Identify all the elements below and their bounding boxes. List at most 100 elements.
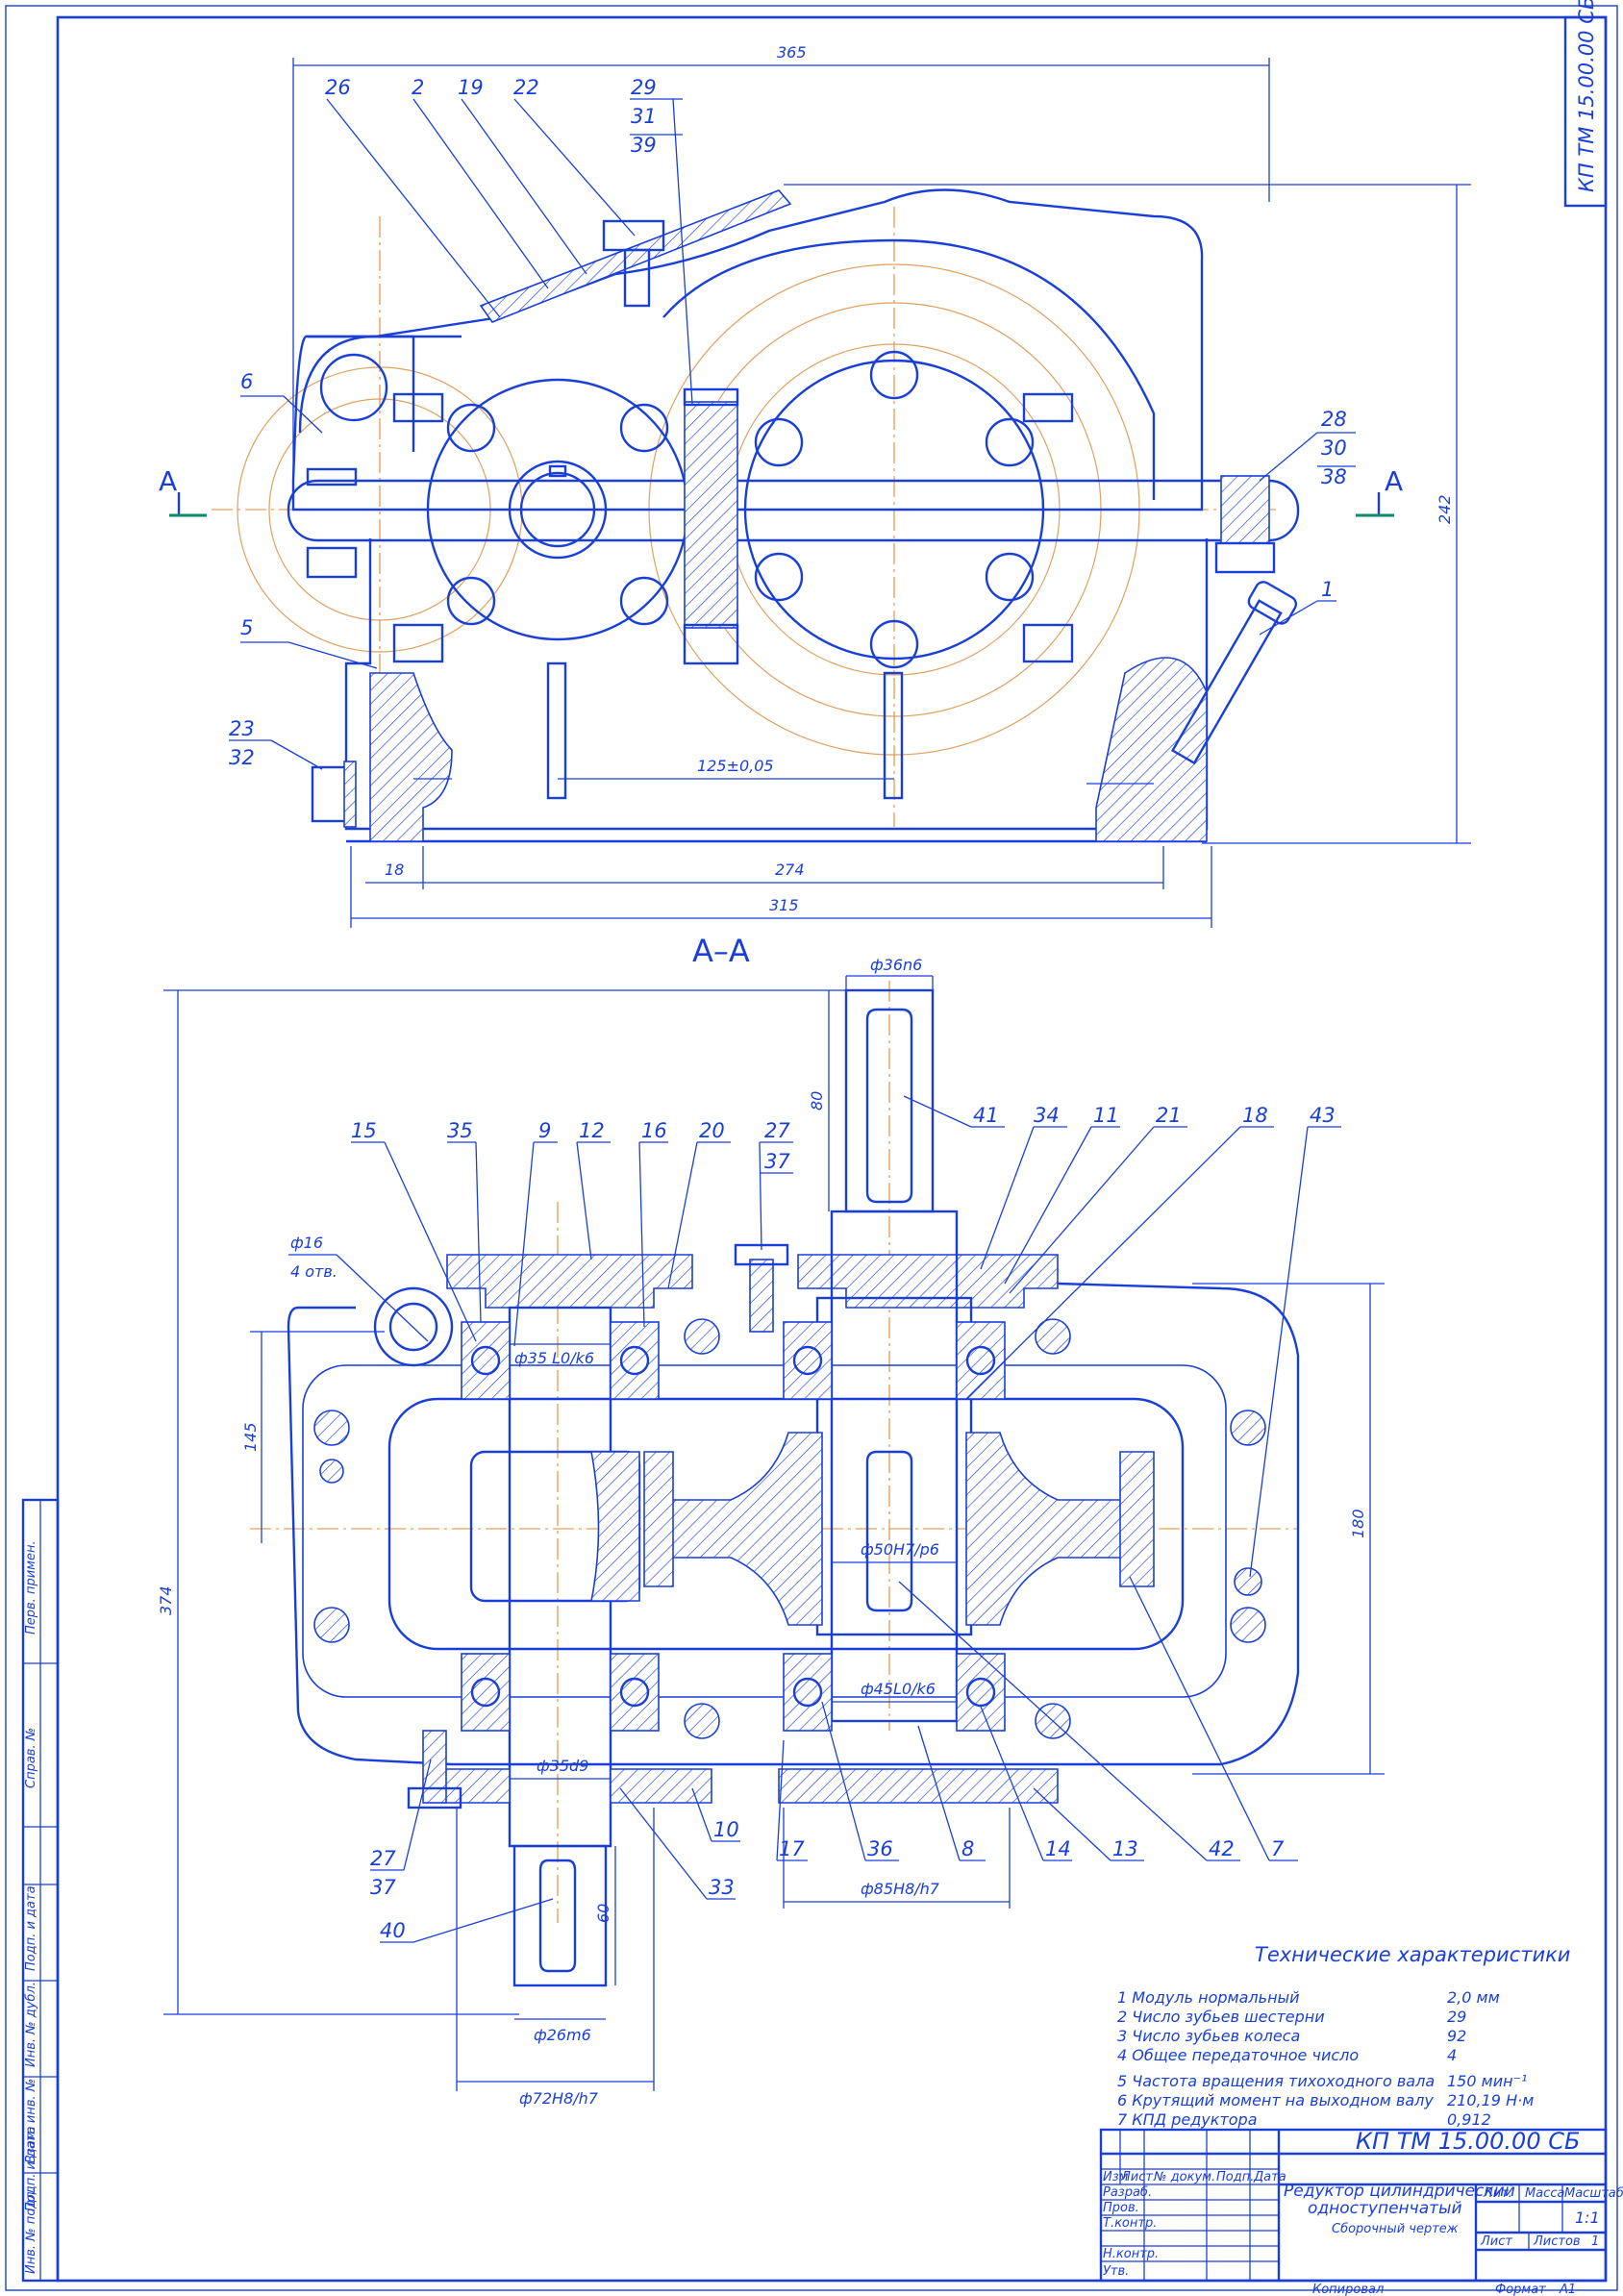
- wheel-hub: [743, 359, 1045, 661]
- housing-outline: [291, 188, 1204, 512]
- svg-text:А: А: [1385, 465, 1403, 497]
- tb-scale-label: Масштаб: [1564, 2186, 1623, 2201]
- top-bearing-cap-right: [797, 1254, 1059, 1309]
- dim-d36: ф36n6: [870, 956, 922, 974]
- tb-list-label: Лист: [1480, 2234, 1512, 2249]
- wheel-bolts: [754, 350, 1035, 669]
- spec-6-label: 6 Крутящий момент на выходном валу: [1117, 2091, 1434, 2109]
- strip-inv-podl: Инв. № подл.: [24, 2187, 38, 2274]
- leader-37b: 37: [370, 1876, 396, 1899]
- top-bearing-cap-left: [446, 1254, 693, 1309]
- spec-7-value: 0,912: [1447, 2110, 1491, 2129]
- leader-5: 5: [240, 616, 253, 639]
- leader-27b: 27: [370, 1847, 396, 1870]
- spec-2-label: 2 Число зубьев шестерни: [1117, 2008, 1325, 2026]
- front-view: А А 365 242 125±0,05 274 315 18: [159, 43, 1471, 928]
- dim-274: 274: [775, 861, 805, 879]
- tech-specs: Технические характеристики 1 Модуль норм…: [1117, 1943, 1570, 2129]
- format-value: А1: [1559, 2283, 1576, 2296]
- leader-16: 16: [641, 1119, 667, 1142]
- sheet-frame: [56, 15, 1608, 2283]
- drain-plug: [311, 765, 349, 823]
- spec-2-value: 29: [1447, 2008, 1466, 2026]
- corner-designation-box: КП ТМ 15.00.00 СБ: [1563, 0, 1608, 208]
- flange-bolt-sections: [313, 1318, 1266, 1739]
- spec-3-value: 92: [1447, 2027, 1466, 2045]
- dim-60: 60: [594, 1904, 612, 1923]
- tb-sheets-label: Листов: [1533, 2234, 1581, 2249]
- section-view: ф36n6 80 ф16 4 отв. ф35 L0/k6 145 374 ф5…: [157, 956, 1385, 2108]
- format-label: Формат: [1495, 2283, 1546, 2296]
- dim-d16: ф16: [290, 1234, 323, 1252]
- leader-40: 40: [380, 1919, 406, 1942]
- spec-5-value: 150 мин⁻¹: [1447, 2072, 1527, 2090]
- dim-80: 80: [808, 1091, 826, 1111]
- tb-col-podp: Подп.: [1216, 2170, 1254, 2184]
- leader-31: 31: [631, 105, 657, 128]
- tb-col-izm: Изм: [1103, 2170, 1129, 2184]
- tb-col-doc: № докум.: [1153, 2170, 1215, 2184]
- inspection-cover: [479, 189, 792, 323]
- strip-inv-dubl: Инв. № дубл.: [24, 1982, 38, 2067]
- section-title: А–А: [692, 933, 750, 969]
- spec-1-label: 1 Модуль нормальный: [1117, 1988, 1300, 2007]
- tb-col-data: Дата: [1253, 2170, 1286, 2184]
- leader-21: 21: [1156, 1104, 1182, 1127]
- leader-19: 19: [458, 76, 484, 99]
- strip-vzam-inv: Взам. инв. №: [24, 2079, 38, 2163]
- spec-3-label: 3 Число зубьев колеса: [1117, 2027, 1300, 2045]
- leader-10: 10: [713, 1818, 739, 1841]
- spec-4-value: 4: [1447, 2046, 1457, 2064]
- spec-1-value: 2,0 мм: [1447, 1988, 1500, 2007]
- leader-38: 38: [1321, 465, 1347, 488]
- dim-18: 18: [385, 861, 404, 879]
- dim-180: 180: [1349, 1509, 1367, 1538]
- tb-designation: КП ТМ 15.00.00 СБ: [1356, 2128, 1580, 2155]
- spec-7-label: 7 КПД редуктора: [1117, 2110, 1258, 2129]
- bottom-bearing-cap-left: [441, 1768, 511, 1804]
- dim-d72: ф72H8/h7: [519, 2089, 599, 2108]
- leader-26: 26: [325, 76, 351, 99]
- wall-section-left: [369, 672, 453, 842]
- leader-6: 6: [240, 370, 253, 393]
- tb-scale-value: 1:1: [1575, 2209, 1600, 2227]
- leader-8: 8: [961, 1837, 974, 1860]
- leader-7: 7: [1271, 1837, 1285, 1860]
- oil-dipstick: [1170, 581, 1298, 765]
- side-strip: Перв. примен. Справ. № Подп. и дата Инв.…: [21, 1498, 60, 2283]
- output-shaft: [830, 1210, 959, 1723]
- leader-43: 43: [1310, 1104, 1336, 1127]
- dim-d35d9: ф35d9: [537, 1757, 588, 1775]
- strip-podp-1: Подп. и дата: [24, 1885, 38, 1971]
- dim-d45: ф45L0/k6: [861, 1680, 936, 1698]
- tb-lit: Лит.: [1483, 2186, 1512, 2201]
- dim-374: 374: [157, 1585, 175, 1615]
- title-block: Изм Лист № докум. Подп. Дата Разраб. Про…: [1099, 2128, 1623, 2296]
- spec-4-label: 4 Общее передаточное число: [1117, 2046, 1359, 2064]
- corner-designation-text: КП ТМ 15.00.00 СБ: [1575, 0, 1598, 192]
- tb-title-line1: Редуктор цилиндрический: [1284, 2182, 1515, 2201]
- central-bolt: [684, 401, 738, 629]
- input-shaft-extension: [512, 1844, 608, 1987]
- leader-17: 17: [779, 1837, 805, 1860]
- leader-42: 42: [1209, 1837, 1235, 1860]
- leader-34: 34: [1034, 1104, 1060, 1127]
- svg-text:А: А: [159, 465, 177, 497]
- strip-podp-2: Подп. и дата: [24, 2126, 38, 2211]
- tb-row-nkontr: Н.контр.: [1103, 2247, 1159, 2261]
- leader-33: 33: [709, 1876, 735, 1899]
- tb-row-razrab: Разраб.: [1103, 2185, 1152, 2200]
- tb-row-tkontr: Т.контр.: [1103, 2216, 1157, 2231]
- leader-32: 32: [229, 746, 255, 769]
- tb-mass: Масса: [1525, 2186, 1564, 2201]
- dim-holes: 4 отв.: [290, 1262, 337, 1281]
- spec-5-label: 5 Частота вращения тихоходного вала: [1117, 2072, 1435, 2090]
- wall-section-right: [1095, 657, 1208, 842]
- leader-2: 2: [412, 76, 424, 99]
- dim-d50: ф50H7/p6: [861, 1540, 939, 1559]
- bottom-bearing-cap-right: [778, 1768, 1059, 1804]
- dim-125: 125±0,05: [697, 757, 774, 775]
- leader-30: 30: [1321, 437, 1347, 460]
- specs-heading: Технические характеристики: [1255, 1943, 1570, 1966]
- leader-20: 20: [699, 1119, 725, 1142]
